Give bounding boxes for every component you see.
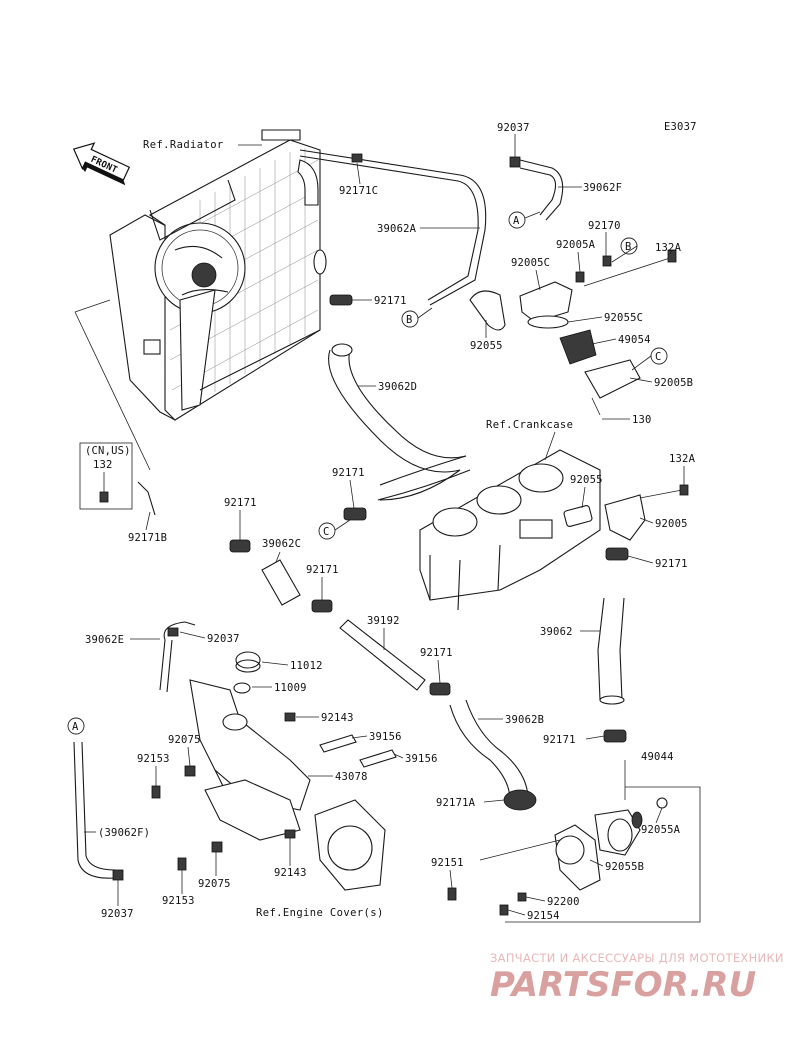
- reservoir-tank: [189, 651, 386, 891]
- clamp-92171-c: [605, 547, 629, 561]
- callout-a-top: A: [508, 211, 526, 229]
- label-92200: 92200: [547, 896, 580, 908]
- hose-39062c: [261, 559, 301, 606]
- label-39062f: 39062F: [583, 182, 622, 194]
- water-pump: [447, 797, 668, 916]
- clamp-92171c: [351, 153, 363, 163]
- label-132: 132: [93, 459, 113, 471]
- callout-c-mid: C: [318, 522, 336, 540]
- clamp-92171-g: [603, 729, 627, 743]
- hose-39062d: [328, 343, 471, 501]
- label-92171a: 92171A: [436, 797, 476, 809]
- clamp-92171-f: [429, 682, 451, 696]
- label-11009: 11009: [274, 682, 307, 694]
- label-92171c: 92171C: [339, 185, 378, 197]
- clamp-92037-top: [509, 156, 521, 168]
- label-92171b: 92171B: [128, 532, 167, 544]
- label-92005b: 92005B: [654, 377, 693, 389]
- label-11012: 11012: [290, 660, 323, 672]
- label-cn-us: (CN,US): [85, 445, 131, 457]
- label-43078: 43078: [335, 771, 368, 783]
- callout-a-left: A: [67, 717, 85, 735]
- ref-radiator: Ref.Radiator: [143, 139, 224, 151]
- ref-engine-cover: Ref.Engine Cover(s): [256, 907, 384, 919]
- label-92143-a: 92143: [321, 712, 354, 724]
- label-92151: 92151: [431, 857, 464, 869]
- label-92171-g: 92171: [543, 734, 576, 746]
- label-92154: 92154: [527, 910, 560, 922]
- label-92171-f: 92171: [420, 647, 453, 659]
- callout-b-top: B: [620, 237, 638, 255]
- label-39062c: 39062C: [262, 538, 301, 550]
- diagram-code: E3037: [664, 121, 697, 133]
- label-49044: 49044: [641, 751, 674, 763]
- label-92055-top: 92055: [470, 340, 503, 352]
- label-39062a: 39062A: [377, 223, 417, 235]
- label-49054: 49054: [618, 334, 651, 346]
- part-labels: 92037 39062F 92171C 39062A 92170 92005A …: [84, 122, 696, 922]
- label-39062b: 39062B: [505, 714, 544, 726]
- label-92171-e: 92171: [306, 564, 339, 576]
- label-92037-top: 92037: [497, 122, 530, 134]
- hose-39062: [597, 597, 625, 705]
- label-92055a: 92055A: [641, 824, 681, 836]
- label-92055-mid: 92055: [570, 474, 603, 486]
- svg-text:C: C: [655, 351, 662, 363]
- radiator-assembly: [109, 129, 327, 421]
- label-39062f-paren: (39062F): [98, 827, 150, 839]
- svg-text:A: A: [72, 721, 79, 733]
- svg-text:C: C: [323, 526, 330, 538]
- label-92153-a: 92153: [137, 753, 170, 765]
- front-arrow-icon: FRONT: [72, 142, 131, 186]
- label-92037-bot: 92037: [101, 908, 134, 920]
- label-39062e: 39062E: [85, 634, 124, 646]
- label-92153-b: 92153: [162, 895, 195, 907]
- label-92055b: 92055B: [605, 861, 644, 873]
- callout-b-mid: B: [401, 310, 419, 328]
- watermark: ЗАПЧАСТИ И АКСЕССУАРЫ ДЛЯ МОТОТЕХНИКИ PA…: [490, 951, 784, 1005]
- label-39062: 39062: [540, 626, 573, 638]
- label-92037-mid: 92037: [207, 633, 240, 645]
- label-92171-b: 92171: [332, 467, 365, 479]
- clamp-92171-e: [311, 599, 333, 613]
- label-92005a: 92005A: [556, 239, 596, 251]
- clamp-92171-a: [329, 294, 353, 306]
- label-92005c: 92005C: [511, 257, 550, 269]
- label-39156-b: 39156: [405, 753, 438, 765]
- label-92005: 92005: [655, 518, 688, 530]
- svg-text:A: A: [513, 215, 520, 227]
- hose-39062b: [449, 699, 537, 811]
- label-39156-a: 39156: [369, 731, 402, 743]
- thermostat-housing: [469, 249, 677, 399]
- label-92143-b: 92143: [274, 867, 307, 879]
- svg-text:B: B: [625, 241, 632, 253]
- label-92055c: 92055C: [604, 312, 643, 324]
- label-92171-a: 92171: [374, 295, 407, 307]
- label-130: 130: [632, 414, 652, 426]
- label-92171-d: 92171: [224, 497, 257, 509]
- svg-text:B: B: [406, 314, 413, 326]
- cylinder-block: [419, 449, 689, 611]
- watermark-brand: PARTSFOR.RU: [490, 965, 756, 1005]
- label-132a-mid: 132A: [669, 453, 696, 465]
- label-92075-a: 92075: [168, 734, 201, 746]
- pipe-39192: [339, 619, 426, 691]
- label-92075-b: 92075: [198, 878, 231, 890]
- watermark-tagline: ЗАПЧАСТИ И АКСЕССУАРЫ ДЛЯ МОТОТЕХНИКИ: [490, 951, 784, 965]
- ref-crankcase: Ref.Crankcase: [486, 419, 573, 431]
- label-39062d: 39062D: [378, 381, 417, 393]
- clamp-92171-b: [343, 507, 367, 521]
- label-92171-c: 92171: [655, 558, 688, 570]
- clamp-92171-d: [229, 539, 251, 553]
- hose-39062a: [299, 149, 487, 306]
- callout-c-top: C: [650, 347, 668, 365]
- label-39192: 39192: [367, 615, 400, 627]
- label-92170: 92170: [588, 220, 621, 232]
- hose-39062f: [519, 159, 564, 221]
- label-132a-top: 132A: [655, 242, 682, 254]
